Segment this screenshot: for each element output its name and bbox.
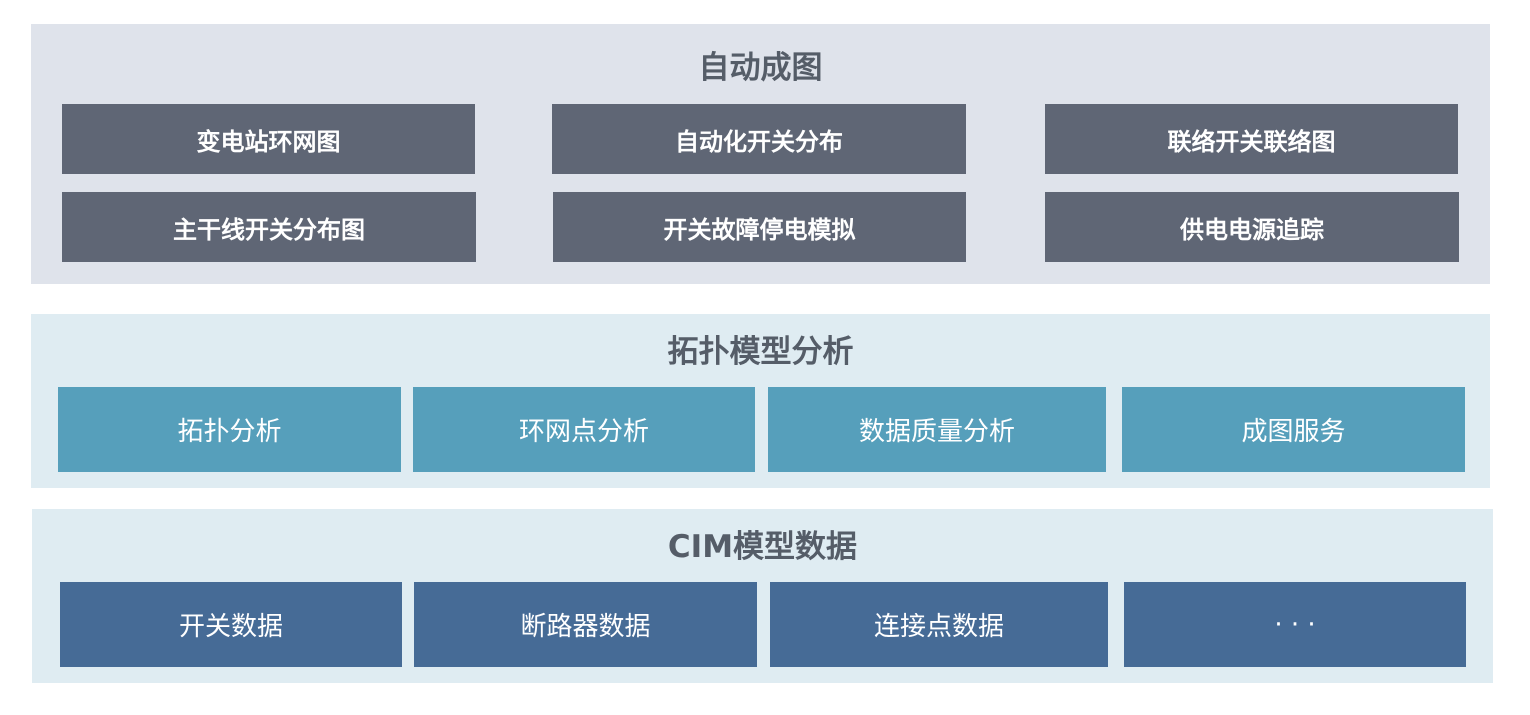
box-automation-switch-distribution: 自动化开关分布 — [552, 104, 966, 174]
box-more-ellipsis: · · · — [1124, 582, 1466, 667]
layer-auto-mapping: 自动成图 变电站环网图 自动化开关分布 联络开关联络图 主干线开关分布图 开关故… — [31, 24, 1490, 284]
box-tie-switch-diagram: 联络开关联络图 — [1045, 104, 1458, 174]
box-switch-fault-outage-simulation: 开关故障停电模拟 — [553, 192, 966, 262]
box-mapping-service: 成图服务 — [1122, 387, 1465, 472]
layer-cim-model-data: CIM模型数据 开关数据 断路器数据 连接点数据 · · · — [32, 509, 1493, 683]
box-topology-analysis: 拓扑分析 — [58, 387, 401, 472]
box-ring-point-analysis: 环网点分析 — [413, 387, 755, 472]
box-trunk-switch-distribution: 主干线开关分布图 — [62, 192, 476, 262]
box-connection-point-data: 连接点数据 — [770, 582, 1108, 667]
box-breaker-data: 断路器数据 — [414, 582, 757, 667]
layer-title-topology-analysis: 拓扑模型分析 — [667, 334, 854, 370]
box-data-quality-analysis: 数据质量分析 — [768, 387, 1106, 472]
layer-topology-analysis: 拓扑模型分析 拓扑分析 环网点分析 数据质量分析 成图服务 — [31, 314, 1490, 488]
layer-title-auto-mapping: 自动成图 — [698, 50, 823, 86]
box-substation-ring-diagram: 变电站环网图 — [62, 104, 475, 174]
layer-title-cim-model-data: CIM模型数据 — [667, 529, 858, 565]
box-switch-data: 开关数据 — [60, 582, 402, 667]
box-power-source-tracing: 供电电源追踪 — [1045, 192, 1459, 262]
